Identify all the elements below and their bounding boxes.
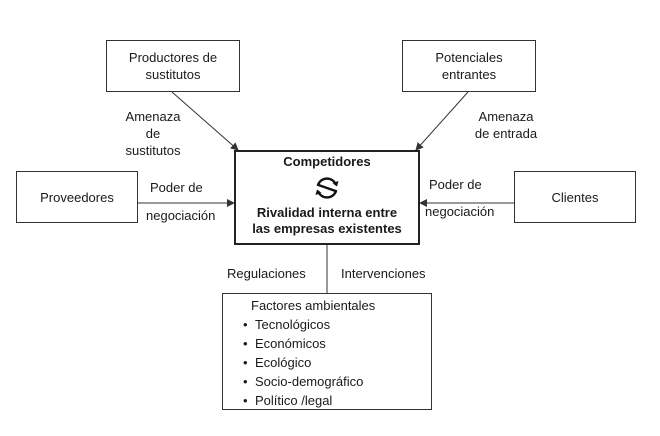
cycle-arrows-icon bbox=[315, 177, 339, 199]
poder-left-line-1: Poder de bbox=[150, 180, 203, 195]
sustitutos-line-2: sustitutos bbox=[145, 67, 201, 82]
poder-right-line-1: Poder de bbox=[429, 177, 482, 192]
amenaza-sustitutos-label: Amenaza de sustitutos bbox=[108, 108, 198, 159]
factor-item: Tecnológicos bbox=[243, 315, 363, 334]
factor-item: Ecológico bbox=[243, 353, 363, 372]
intervenciones-label: Intervenciones bbox=[341, 266, 426, 281]
factores-title: Factores ambientales bbox=[251, 298, 376, 313]
amenaza-entrada-line-2: de entrada bbox=[474, 126, 538, 141]
factor-item: Económicos bbox=[243, 334, 363, 353]
potenciales-entrantes-box: Potenciales entrantes bbox=[402, 40, 536, 92]
clientes-label: Clientes bbox=[551, 189, 599, 205]
productores-sustitutos-box: Productores de sustitutos bbox=[106, 40, 240, 92]
proveedores-box: Proveedores bbox=[16, 171, 138, 223]
factores-ambientales-box: Factores ambientales Tecnológicos Económ… bbox=[222, 293, 432, 410]
regulaciones-label: Regulaciones bbox=[227, 266, 306, 281]
factor-item: Socio-demográfico bbox=[243, 372, 363, 391]
arrow-sustitutos bbox=[171, 91, 239, 151]
rivalidad-line-2: las empresas existentes bbox=[252, 221, 402, 236]
amenaza-sustitutos-line-2: de bbox=[145, 126, 161, 141]
factor-item: Político /legal bbox=[243, 391, 363, 410]
rivalidad-line-1: Rivalidad interna entre bbox=[256, 205, 398, 220]
amenaza-sustitutos-line-3: sustitutos bbox=[125, 143, 181, 158]
competidores-title: Competidores bbox=[283, 154, 371, 169]
factores-list: Tecnológicos Económicos Ecológico Socio-… bbox=[243, 315, 363, 410]
amenaza-sustitutos-line-1: Amenaza bbox=[125, 109, 181, 124]
sustitutos-line-1: Productores de bbox=[128, 50, 218, 65]
proveedores-label: Proveedores bbox=[40, 189, 114, 205]
arrow-potenciales bbox=[415, 91, 469, 151]
competidores-box: Competidores Rivalidad interna entre las… bbox=[234, 150, 420, 245]
poder-left-line-2: negociación bbox=[146, 208, 216, 223]
potenciales-line-1: Potenciales bbox=[435, 50, 503, 65]
clientes-box: Clientes bbox=[514, 171, 636, 223]
amenaza-entrada-line-1: Amenaza bbox=[478, 109, 534, 124]
amenaza-entrada-label: Amenaza de entrada bbox=[464, 108, 548, 142]
potenciales-line-2: entrantes bbox=[441, 67, 497, 82]
poder-right-line-2: negociación bbox=[425, 204, 495, 219]
